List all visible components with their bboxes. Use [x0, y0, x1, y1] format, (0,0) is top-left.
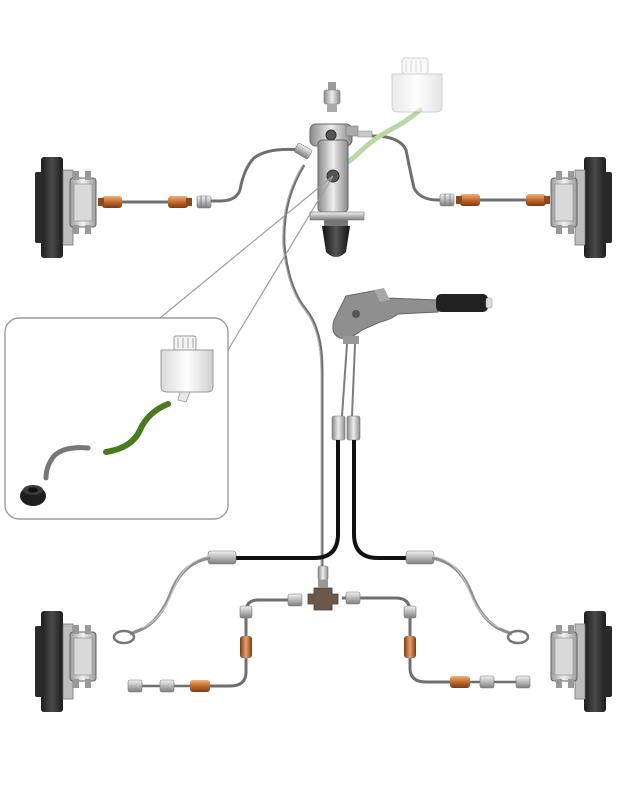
right-handbrake-cable	[352, 440, 406, 560]
flexible-brake-hose	[408, 658, 450, 684]
rubber-grommet-icon	[20, 485, 46, 506]
copper-hose-fitting	[460, 194, 480, 206]
mounting-flange	[309, 211, 365, 221]
copper-hose-fitting	[190, 680, 210, 692]
cable-ferrule	[405, 550, 435, 565]
right-inner-cable	[431, 556, 513, 636]
rear-steel-brake-line	[282, 164, 324, 578]
cable-eyelet	[112, 629, 136, 645]
master-cylinder	[294, 82, 373, 257]
front-left-brake	[35, 157, 97, 258]
handbrake-grip-icon	[436, 294, 488, 312]
reservoir-icon	[391, 73, 443, 113]
handbrake-lever-icon	[332, 289, 439, 339]
cable-ferrule	[207, 550, 237, 565]
copper-hose-fitting	[526, 194, 546, 206]
flexible-brake-hose	[210, 658, 248, 688]
steel-brake-line	[208, 147, 303, 203]
union-nut	[515, 675, 531, 689]
bleed-valve-icon	[323, 89, 341, 105]
t-connector-icon	[307, 587, 339, 611]
left-inner-cable	[129, 556, 211, 636]
rear-brake-lines	[127, 591, 531, 693]
reservoir-hose-faded	[345, 107, 423, 165]
copper-hose-fitting	[102, 196, 122, 208]
handbrake-cables	[112, 343, 530, 645]
union-nut	[159, 679, 175, 693]
rear-left-brake	[35, 611, 97, 712]
union-nut	[196, 195, 212, 209]
copper-hose-fitting	[240, 636, 252, 658]
brake-drum-icon	[584, 611, 606, 712]
union-nut	[345, 591, 361, 605]
copper-hose-fitting	[404, 636, 416, 658]
cable-adjuster	[346, 415, 361, 441]
handbrake-lever	[332, 288, 493, 344]
left-handbrake-cable	[236, 440, 340, 560]
steel-brake-line	[371, 134, 444, 202]
rear-t-piece	[307, 565, 339, 611]
front-left-fittings	[98, 195, 212, 209]
brake-drum-icon	[584, 157, 606, 258]
inset-lead-line	[159, 175, 334, 319]
inset-lead-line	[227, 175, 334, 351]
union-nut	[127, 679, 143, 693]
rear-steel-line-highlight	[282, 164, 322, 578]
front-brake-lines	[120, 134, 528, 204]
fluid-reservoir	[391, 57, 443, 113]
front-right-fittings	[439, 193, 550, 207]
union-nut	[479, 675, 495, 689]
union-nut	[439, 193, 455, 207]
union-nut	[403, 605, 417, 619]
rubber-boot	[322, 226, 350, 257]
reservoir-hose-grey	[43, 445, 91, 481]
rear-right-brake	[550, 611, 612, 712]
brake-drum-icon	[41, 611, 63, 712]
copper-hose-fitting	[450, 676, 470, 688]
reservoir-icon	[160, 349, 214, 393]
cable-adjuster	[331, 415, 346, 441]
front-right-brake	[550, 157, 612, 258]
copper-hose-fitting	[168, 196, 188, 208]
inset-reservoir-detail	[4, 317, 229, 520]
reservoir-hose-green	[103, 401, 171, 455]
union-nut	[287, 593, 303, 607]
union-nut	[239, 605, 253, 619]
steel-brake-line	[244, 598, 296, 640]
brake-drum-icon	[41, 157, 63, 258]
cable-eyelet	[506, 629, 530, 645]
